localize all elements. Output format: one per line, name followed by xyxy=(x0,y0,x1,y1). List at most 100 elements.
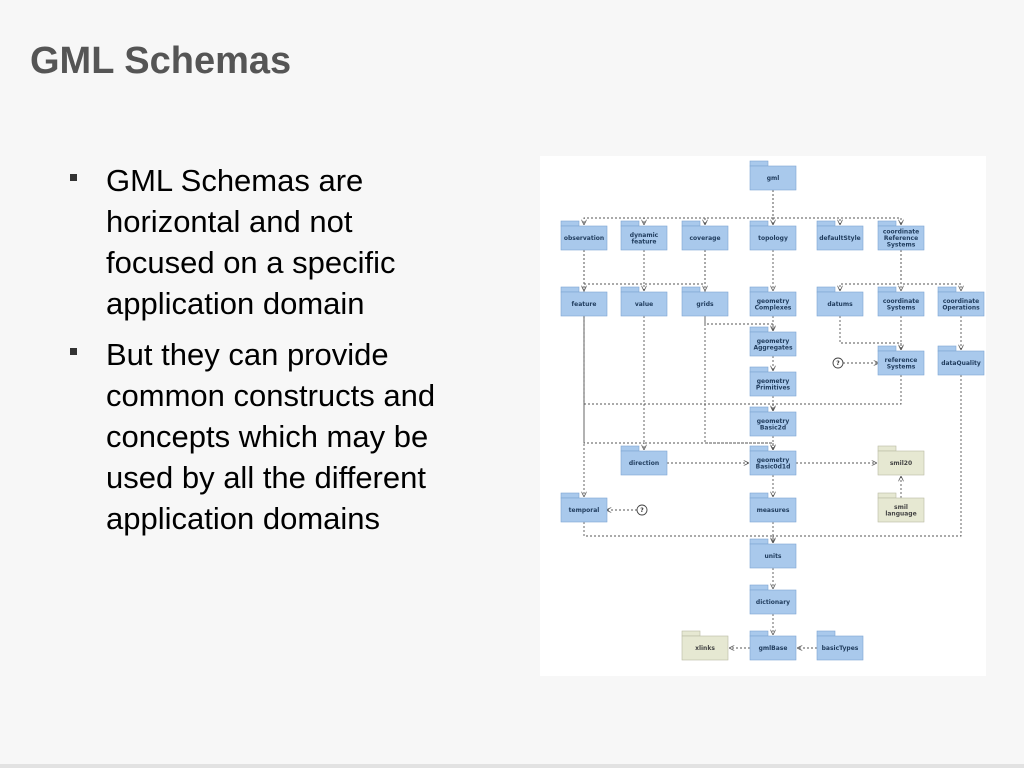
dependency-arrow xyxy=(644,190,774,224)
package-temporal: temporal xyxy=(560,492,608,523)
package-label: dynamic xyxy=(630,232,659,239)
dependency-arrow xyxy=(584,250,645,290)
package-smil-2-0: smil20 xyxy=(877,445,925,476)
package-label: datums xyxy=(827,301,853,308)
bullet-item: GML Schemas are horizontal and not focus… xyxy=(66,160,466,324)
package-label: Systems xyxy=(887,363,916,370)
package-label: value xyxy=(635,301,653,308)
package-label: language xyxy=(885,510,916,517)
package-label: direction xyxy=(629,460,659,467)
dependency-edges xyxy=(584,190,961,648)
dependency-arrow xyxy=(773,375,962,542)
package-label: geometry xyxy=(757,378,790,385)
package-observation: observation xyxy=(560,220,608,251)
package-label: Systems xyxy=(887,242,916,249)
package-label: Reference xyxy=(884,235,918,242)
package-datums: datums xyxy=(816,286,864,317)
package-direction: direction xyxy=(620,445,668,476)
package-label: coordinate xyxy=(883,298,919,305)
package-label: temporal xyxy=(569,507,600,514)
dependency-arrow xyxy=(840,250,902,290)
package-gml: gml xyxy=(749,160,797,191)
package-label: dictionary xyxy=(756,599,790,606)
dependency-arrow xyxy=(584,190,774,224)
package-label: observation xyxy=(564,235,604,242)
package-label: gmlBase xyxy=(759,645,788,652)
package-topology: topology xyxy=(749,220,797,251)
package-label: basicTypes xyxy=(822,645,859,652)
dependency-arrow xyxy=(583,522,773,542)
package-label: dataQuality xyxy=(941,360,981,367)
dependency-arrow xyxy=(839,316,901,349)
package-grids: grids xyxy=(681,286,729,317)
package-coverage: coverage xyxy=(681,220,729,251)
package-label: Systems xyxy=(887,304,916,311)
package-label: feature xyxy=(632,238,657,245)
package-label: topology xyxy=(758,235,788,242)
package-label: measures xyxy=(757,507,790,514)
package-label: feature xyxy=(572,301,597,308)
bullet-text: But they can provide common constructs a… xyxy=(106,337,436,536)
package-units: units xyxy=(749,538,797,569)
dependency-arrow xyxy=(583,316,773,410)
package-label: geometry xyxy=(757,338,790,345)
package-label: Basic0d1d xyxy=(756,463,791,470)
bullet-text: GML Schemas are horizontal and not focus… xyxy=(106,163,396,321)
package-feature: feature xyxy=(560,286,608,317)
package-label: coverage xyxy=(689,235,720,242)
package-label: Aggregates xyxy=(753,344,793,351)
package-label: Primitives xyxy=(756,384,791,391)
package-dictionary: dictionary xyxy=(749,584,797,615)
package-label: reference xyxy=(885,357,918,364)
dependency-arrow xyxy=(583,250,644,449)
bullet-item: But they can provide common constructs a… xyxy=(66,334,466,539)
package-gml-base: gmlBase xyxy=(749,630,797,661)
svg-text:?: ? xyxy=(836,360,840,367)
package-label: coordinate xyxy=(943,298,979,305)
package-label: geometry xyxy=(757,457,790,464)
bullet-list: GML Schemas are horizontal and not focus… xyxy=(66,160,466,549)
package-xlinks: xlinks xyxy=(681,630,729,661)
package-default-style: defaultStyle xyxy=(816,220,864,251)
optional-marker-icon: ? xyxy=(832,357,844,369)
dependency-arrow xyxy=(772,190,901,224)
optional-marker-icon: ? xyxy=(636,504,648,516)
package-label: Operations xyxy=(942,304,980,311)
package-label: geometry xyxy=(757,298,790,305)
square-bullet-icon xyxy=(70,348,77,355)
package-label: Complexes xyxy=(755,304,792,311)
footer-divider xyxy=(0,764,1024,768)
package-label: smil20 xyxy=(890,460,912,467)
dependency-arrow xyxy=(644,250,706,290)
dependency-arrow xyxy=(772,190,840,224)
package-label: gml xyxy=(767,175,780,182)
package-label: coordinate xyxy=(883,229,919,236)
package-label: units xyxy=(764,553,781,560)
dependency-arrow xyxy=(900,250,961,290)
square-bullet-icon xyxy=(70,174,77,181)
package-label: Basic2d xyxy=(760,424,786,431)
package-value: value xyxy=(620,286,668,317)
dependency-arrow xyxy=(705,190,774,224)
package-label: grids xyxy=(696,301,714,308)
package-data-quality: dataQuality xyxy=(937,345,985,376)
package-measures: measures xyxy=(749,492,797,523)
slide-title: GML Schemas xyxy=(30,40,292,82)
package-label: smil xyxy=(894,504,908,511)
svg-text:?: ? xyxy=(640,507,644,514)
package-label: defaultStyle xyxy=(819,235,860,242)
